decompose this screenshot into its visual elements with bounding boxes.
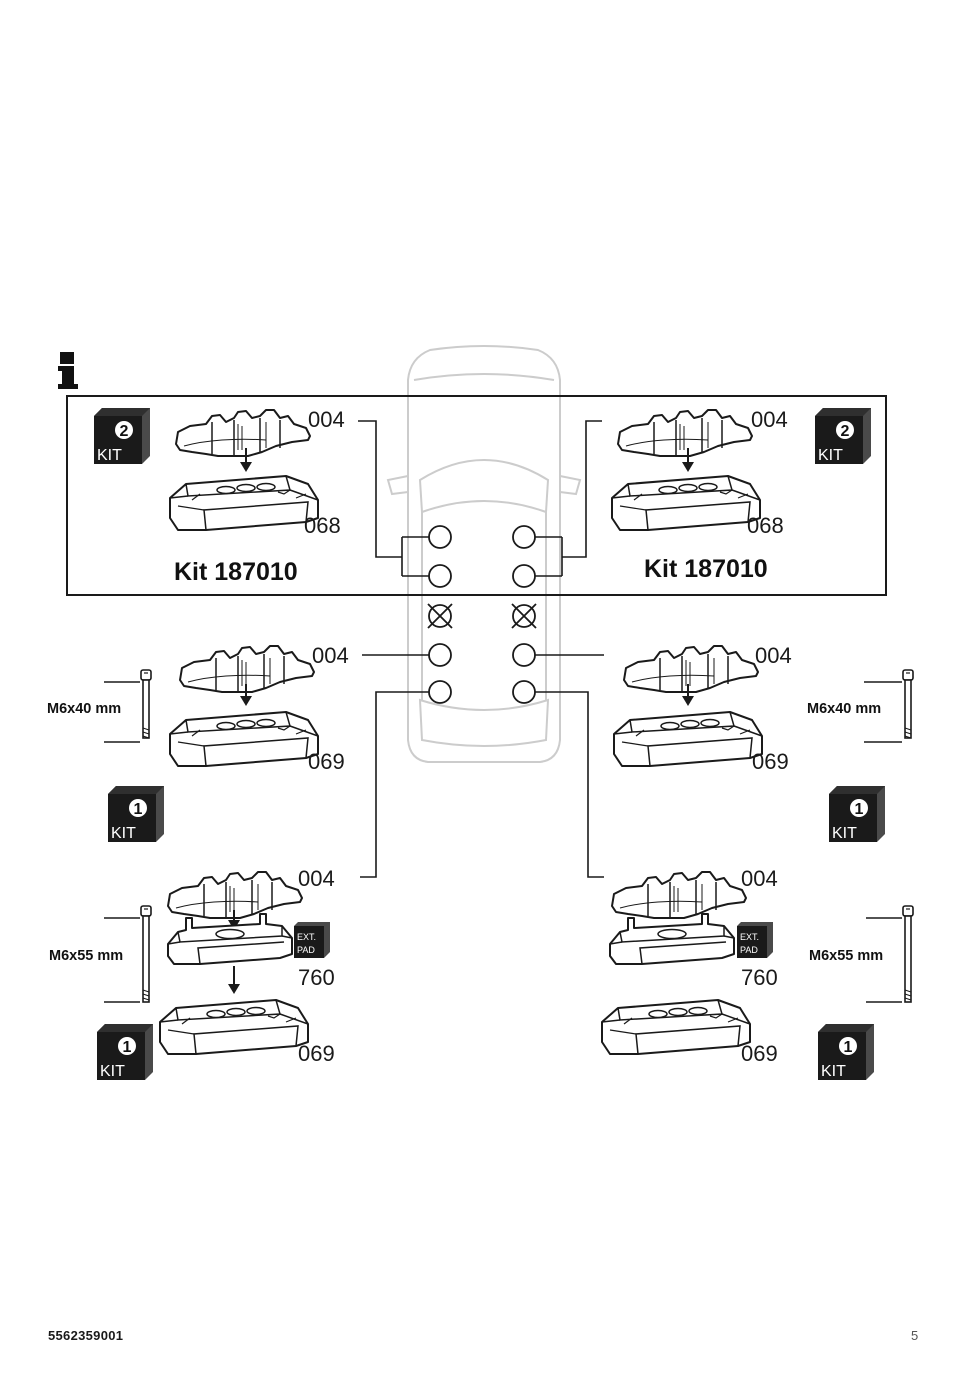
leader-lines — [358, 420, 604, 878]
foot-pad-004 — [611, 871, 747, 919]
top-right-assembly: 004 068 Kit 187010 — [611, 407, 788, 583]
kit2-frame — [66, 395, 887, 596]
bolt-label: M6x40 mm — [807, 701, 881, 717]
kit-badge-1: 1 KIT — [818, 1024, 874, 1080]
part-label-069: 069 — [752, 749, 789, 774]
kit-title: Kit 187010 — [174, 558, 298, 586]
part-label-069: 069 — [308, 749, 345, 774]
position-circle — [428, 564, 452, 588]
position-circle — [512, 564, 536, 588]
position-circle — [512, 525, 536, 549]
top-left-assembly: 004 068 Kit 187010 — [169, 407, 345, 586]
position-circle — [512, 680, 536, 704]
svg-text:KIT: KIT — [821, 1063, 846, 1080]
svg-text:1: 1 — [844, 1039, 853, 1056]
part-label-004: 004 — [298, 866, 335, 891]
svg-text:EXT.: EXT. — [297, 932, 316, 942]
foot-block-069 — [169, 711, 319, 767]
svg-text:1: 1 — [123, 1039, 132, 1056]
foot-block-069 — [613, 711, 763, 767]
ext-pad-badge: EXT. PAD — [294, 922, 330, 958]
foot-block-068 — [611, 475, 761, 531]
part-label-760: 760 — [741, 965, 778, 990]
svg-text:2: 2 — [841, 423, 850, 440]
svg-text:PAD: PAD — [740, 945, 758, 955]
part-label-004: 004 — [741, 866, 778, 891]
foot-block-068 — [169, 475, 319, 531]
bolt-m6x55 — [140, 905, 152, 1003]
part-label-004: 004 — [751, 407, 788, 432]
x-circle-icon — [511, 603, 537, 629]
svg-text:EXT.: EXT. — [740, 932, 759, 942]
foot-block-069 — [159, 999, 309, 1055]
svg-text:PAD: PAD — [297, 945, 315, 955]
part-label-068: 068 — [304, 513, 341, 538]
bolt-label: M6x55 mm — [809, 948, 883, 964]
info-icon — [58, 352, 78, 389]
ext-pad-badge: EXT. PAD — [737, 922, 773, 958]
position-circle — [428, 643, 452, 667]
document-number: 5562359001 — [48, 1328, 124, 1343]
bolt-label: M6x40 mm — [47, 701, 121, 717]
svg-text:KIT: KIT — [97, 447, 122, 464]
page-number: 5 — [911, 1328, 919, 1343]
mounting-positions — [427, 525, 537, 704]
kit-title: Kit 187010 — [644, 555, 768, 583]
foot-pad-004 — [175, 409, 311, 457]
middle-right-assembly: 004 069 M6x40 mm — [613, 643, 914, 774]
extension-pad-760 — [609, 913, 735, 965]
bolt-m6x55 — [902, 905, 914, 1003]
part-label-069: 069 — [298, 1041, 335, 1066]
svg-text:1: 1 — [855, 801, 864, 818]
position-circle — [512, 643, 536, 667]
part-label-004: 004 — [755, 643, 792, 668]
svg-text:1: 1 — [134, 801, 143, 818]
part-label-069: 069 — [741, 1041, 778, 1066]
x-circle-icon — [427, 603, 453, 629]
foot-pad-004 — [617, 409, 753, 457]
foot-block-069 — [601, 999, 751, 1055]
kit-badge-1: 1 KIT — [829, 786, 885, 842]
kit-badge-2: 2 KIT — [815, 408, 871, 464]
kit-badge-1: 1 KIT — [108, 786, 164, 842]
foot-pad-004 — [623, 645, 759, 693]
part-label-004: 004 — [308, 407, 345, 432]
part-label-760: 760 — [298, 965, 335, 990]
position-circle — [428, 680, 452, 704]
middle-left-assembly: 004 069 M6x40 mm — [47, 643, 349, 774]
bottom-right-assembly: 004 760 069 EXT. PAD M6x55 mm — [601, 866, 914, 1066]
bottom-left-assembly: 004 760 069 EXT. PAD M6x55 mm — [49, 866, 335, 1066]
svg-text:KIT: KIT — [111, 825, 136, 842]
part-label-068: 068 — [747, 513, 784, 538]
position-circle — [428, 525, 452, 549]
kit-badge-2: 2 KIT — [94, 408, 150, 464]
part-label-004: 004 — [312, 643, 349, 668]
bolt-m6x40 — [902, 669, 914, 739]
kit-badge-1: 1 KIT — [97, 1024, 153, 1080]
car-outline — [386, 345, 582, 763]
svg-text:KIT: KIT — [100, 1063, 125, 1080]
svg-text:KIT: KIT — [818, 447, 843, 464]
bolt-label: M6x55 mm — [49, 948, 123, 964]
bolt-m6x40 — [140, 669, 152, 739]
svg-text:2: 2 — [120, 423, 129, 440]
svg-text:KIT: KIT — [832, 825, 857, 842]
